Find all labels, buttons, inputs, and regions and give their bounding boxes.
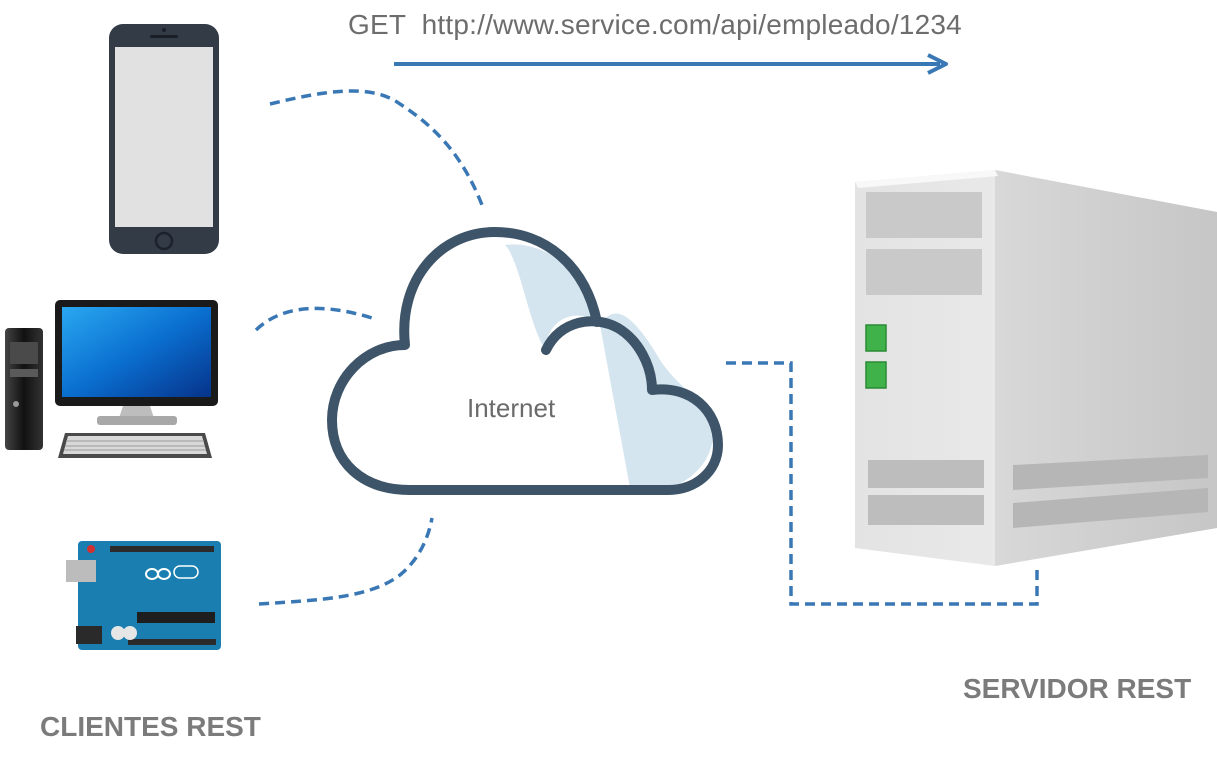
cloud-icon xyxy=(327,227,723,495)
connector-smartphone xyxy=(269,89,486,211)
connector-server xyxy=(726,361,1039,606)
server-tower-icon xyxy=(855,170,1217,566)
http-request-text: GET http://www.service.com/api/empleado/… xyxy=(348,9,962,40)
connector-desktop xyxy=(254,306,373,332)
request-arrow xyxy=(394,53,948,75)
server-label: SERVIDOR REST xyxy=(963,673,1192,704)
connector-arduino xyxy=(258,517,434,606)
arduino-board-icon xyxy=(66,541,221,650)
cloud-label: Internet xyxy=(467,393,556,423)
desktop-computer-icon xyxy=(5,300,218,458)
smartphone-icon xyxy=(109,24,219,254)
clients-label: CLIENTES REST xyxy=(40,711,261,742)
